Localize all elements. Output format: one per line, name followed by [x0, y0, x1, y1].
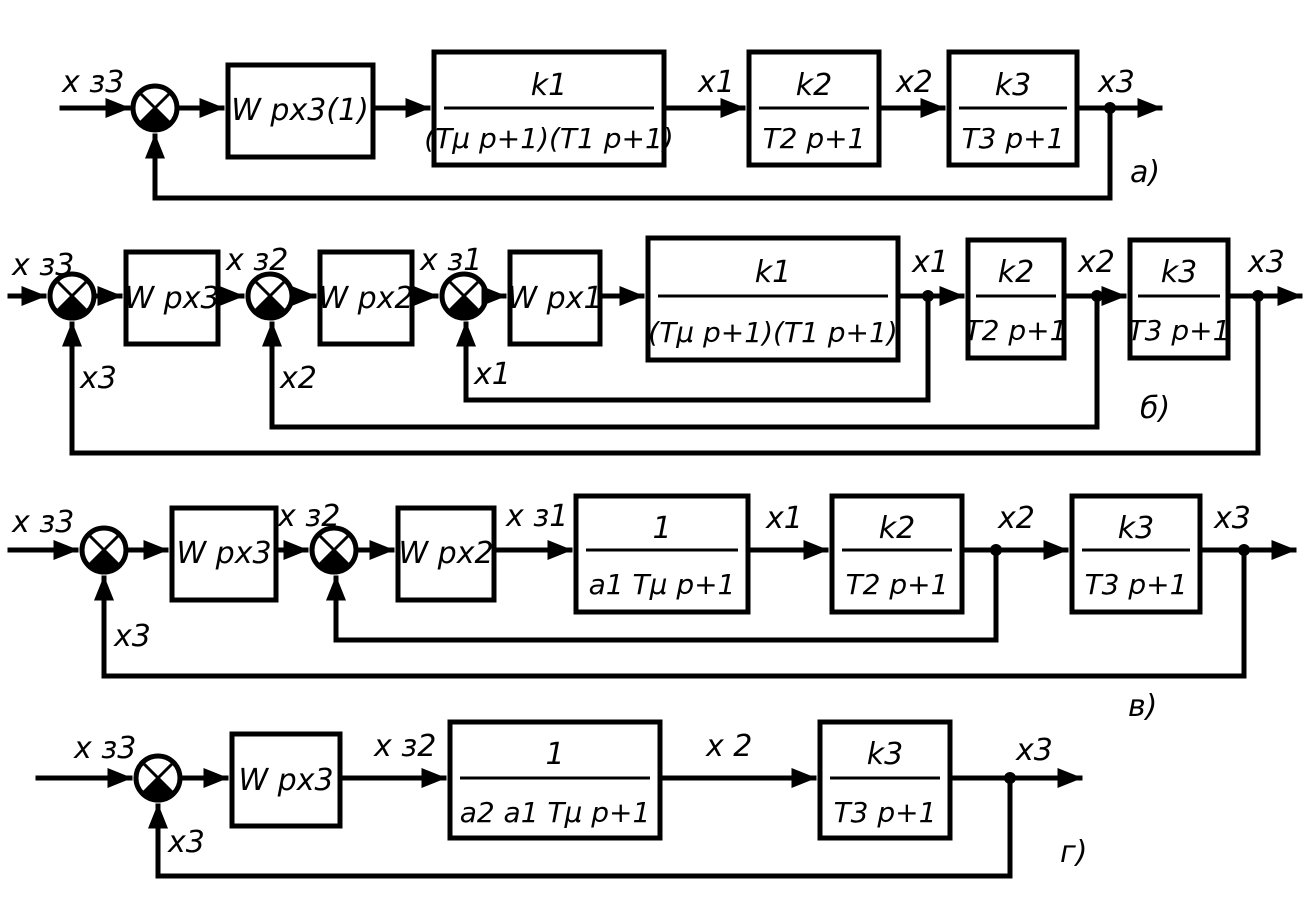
plant-block-3: k3 T3 p+1 — [1127, 237, 1231, 361]
plant-block-2: k2 T2 p+1 — [829, 493, 965, 615]
svg-text:1: 1 — [545, 737, 564, 772]
feedback-x3 — [94, 547, 1247, 679]
svg-text:T2 p+1: T2 p+1 — [763, 122, 866, 155]
svg-text:1: 1 — [652, 511, 671, 546]
svg-text:T3 p+1: T3 p+1 — [1085, 568, 1188, 601]
panel-a-label: а) — [1130, 155, 1160, 190]
svg-text:k3: k3 — [1118, 511, 1154, 546]
plant-block-2: k2 T2 p+1 — [746, 49, 882, 168]
svg-text:(Tμ p+1)(T1 p+1): (Tμ p+1)(T1 p+1) — [648, 316, 897, 349]
summing-junction-1 — [439, 271, 489, 321]
svg-text:W рх3(1): W рх3(1) — [231, 93, 369, 128]
fb-x2-label: x2 — [279, 361, 317, 396]
svg-text:T2 p+1: T2 p+1 — [846, 568, 949, 601]
controller-block-3: W рх3 — [123, 249, 221, 347]
plant-block-3: k3 T3 p+1 — [946, 49, 1080, 168]
x2-label: x 2 — [705, 729, 752, 764]
controller-block-3: W рх3 — [169, 505, 279, 603]
controller-block-2: W рх2 — [395, 505, 497, 603]
x1-label: x1 — [765, 501, 803, 536]
svg-text:W рх3: W рх3 — [238, 763, 333, 798]
svg-text:T3 p+1: T3 p+1 — [834, 796, 937, 829]
svg-text:T2 p+1: T2 p+1 — [965, 314, 1068, 347]
panel-b: x з3 W рх3 x з2 W рх2 x з1 — [7, 235, 1303, 456]
svg-text:(Tμ p+1)(T1 p+1): (Tμ p+1)(T1 p+1) — [424, 122, 673, 155]
controller-block: W рх3 — [229, 731, 343, 829]
xz2-label: x з2 — [373, 729, 436, 764]
feedback-x3 — [148, 775, 1013, 879]
x3-output-label: x3 — [1213, 501, 1251, 536]
panel-b-label: б) — [1140, 391, 1170, 426]
feedback-x1 — [456, 293, 931, 403]
svg-text:k2: k2 — [998, 255, 1034, 290]
fb-x3-label: x3 — [79, 361, 117, 396]
input-signal-label: x з3 — [61, 65, 124, 100]
x1-label: x1 — [697, 65, 735, 100]
input-signal-label: x з3 — [73, 731, 136, 766]
input-signal-label: x з3 — [11, 505, 74, 540]
feedback-x3 — [145, 105, 1113, 201]
svg-text:W рх2: W рх2 — [398, 536, 493, 571]
summing-junction — [133, 753, 183, 803]
panel-g: x з3 W рх3 x з2 1 a2 a1 Tμ p+1 x 2 k3 T3… — [35, 719, 1087, 879]
feedback-x3 — [62, 293, 1261, 456]
svg-text:T3 p+1: T3 p+1 — [962, 122, 1065, 155]
xz2-label: x з2 — [225, 243, 288, 278]
plant-block-3: k3 T3 p+1 — [1069, 493, 1203, 615]
svg-text:T3 p+1: T3 p+1 — [1128, 314, 1231, 347]
fb-x3-label: x3 — [167, 825, 205, 860]
x3-output-label: x3 — [1247, 245, 1285, 280]
svg-text:k1: k1 — [755, 255, 791, 290]
svg-text:k3: k3 — [1161, 255, 1197, 290]
svg-text:W рх3: W рх3 — [176, 536, 271, 571]
plant-block-1: k1 (Tμ p+1)(T1 p+1) — [645, 235, 901, 363]
fb-x1-label: x1 — [473, 357, 511, 392]
panel-a: x з3 W рх3(1) k1 (Tμ p+1)(T1 p+1) x1 k2 … — [59, 49, 1163, 201]
x3-output-label: x3 — [1015, 733, 1053, 768]
panel-v: x з3 W рх3 x з2 W рх2 x з1 — [7, 493, 1297, 724]
feedback-x2 — [326, 547, 999, 643]
x1-label: x1 — [911, 245, 949, 280]
plant-block-1: 1 a1 Tμ p+1 — [573, 493, 751, 615]
svg-text:a1 Tμ p+1: a1 Tμ p+1 — [589, 568, 736, 601]
svg-text:k2: k2 — [796, 68, 832, 103]
summing-junction-3 — [79, 525, 129, 575]
x2-label: x2 — [895, 65, 933, 100]
svg-text:k3: k3 — [995, 68, 1031, 103]
svg-text:W рх3: W рх3 — [124, 281, 219, 316]
controller-block-2: W рх2 — [317, 249, 415, 347]
plant-block-1: 1 a2 a1 Tμ p+1 — [447, 719, 663, 841]
panel-v-label: в) — [1128, 689, 1157, 724]
x2-label: x2 — [997, 501, 1035, 536]
panel-g-label: г) — [1060, 835, 1087, 870]
controller-block-1: W рх1 — [507, 249, 603, 347]
controller-block: W рх3(1) — [225, 62, 376, 160]
summing-junction-2 — [309, 525, 359, 575]
plant-block-2: k2 T2 p+1 — [965, 237, 1068, 361]
summing-junction-3 — [47, 271, 97, 321]
svg-text:W рх1: W рх1 — [507, 281, 602, 316]
fb-x3-label: x3 — [113, 619, 151, 654]
xz1-label: x з1 — [505, 499, 568, 534]
svg-text:k1: k1 — [531, 68, 567, 103]
svg-text:k3: k3 — [867, 737, 903, 772]
plant-block-1: k1 (Tμ p+1)(T1 p+1) — [424, 49, 674, 168]
svg-text:W рх2: W рх2 — [318, 281, 413, 316]
x2-label: x2 — [1077, 245, 1115, 280]
summing-junction-2 — [245, 271, 295, 321]
x3-output-label: x3 — [1097, 65, 1135, 100]
summing-junction — [130, 83, 180, 133]
svg-text:a2 a1 Tμ p+1: a2 a1 Tμ p+1 — [460, 796, 651, 829]
xz1-label: x з1 — [419, 243, 482, 278]
plant-block-2: k3 T3 p+1 — [817, 719, 953, 841]
feedback-x2 — [262, 293, 1100, 430]
svg-text:k2: k2 — [879, 511, 915, 546]
